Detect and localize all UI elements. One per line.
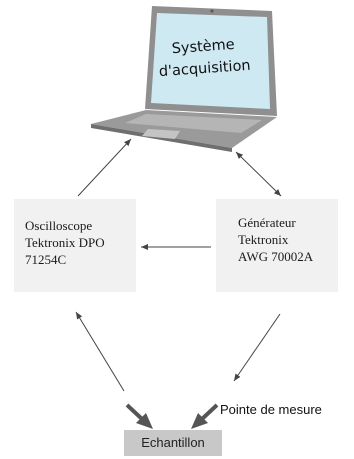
probe-right-icon [191, 403, 219, 429]
probe-label: Pointe de mesure [220, 402, 322, 417]
arrow-laptop-generator [235, 151, 282, 197]
laptop-camera [210, 9, 214, 13]
oscilloscope-box: Oscilloscope Tektronix DPO 71254C [14, 199, 136, 292]
laptop-screen [151, 13, 270, 109]
arrow-generator-to-sample [233, 313, 281, 382]
arrow-sample-to-oscilloscope [75, 311, 125, 392]
generator-box: Générateur Tektronix AWG 70002A [216, 199, 338, 292]
sample-box: Echantillon [124, 430, 222, 456]
probe-left-icon [125, 403, 153, 429]
laptop-keyboard [125, 114, 262, 133]
laptop-screen-label: Système d'acquisition [158, 36, 252, 81]
generator-label: Générateur Tektronix AWG 70002A [238, 215, 314, 264]
laptop-icon [91, 6, 277, 152]
arrow-oscilloscope-to-laptop [77, 138, 132, 197]
laptop-touchpad [142, 129, 180, 139]
laptop-base-edge [91, 124, 232, 152]
oscilloscope-label: Oscilloscope Tektronix DPO 71254C [25, 218, 105, 267]
